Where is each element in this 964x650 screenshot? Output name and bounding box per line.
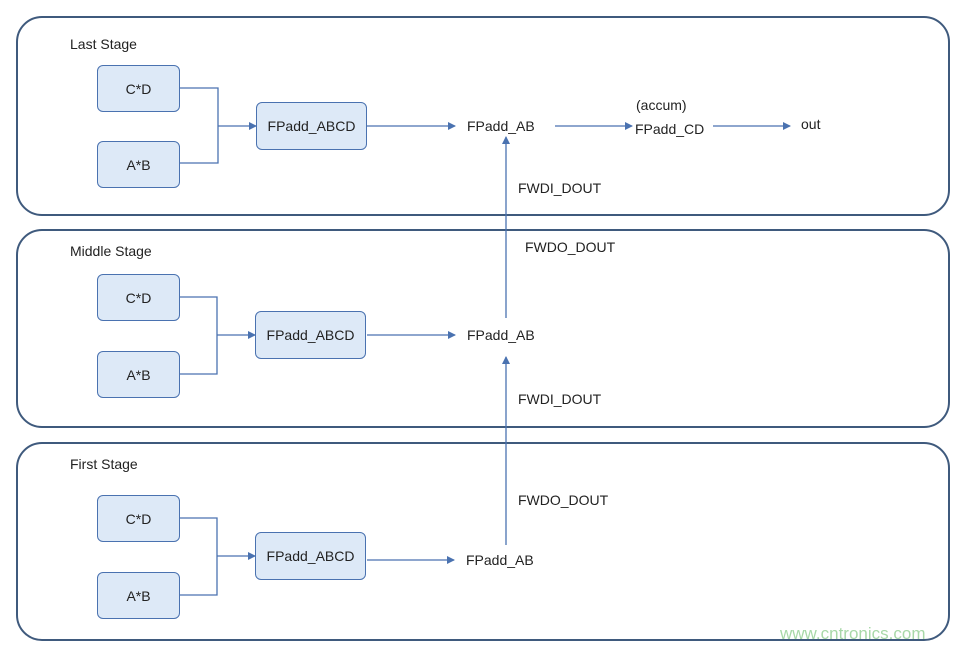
watermark-text: www.cntronics.com xyxy=(780,624,926,643)
fwdi-dout-lower-label: FWDI_DOUT xyxy=(518,391,602,407)
first-stage-title: First Stage xyxy=(70,456,138,472)
first-fpadd-ab-label: FPadd_AB xyxy=(466,552,534,568)
fwdo-dout-upper-label: FWDO_DOUT xyxy=(525,239,616,255)
middle-ab-box: A*B xyxy=(97,351,180,398)
fwdi-dout-upper-label: FWDI_DOUT xyxy=(518,180,602,196)
out-label: out xyxy=(801,116,821,132)
last-cd-wire xyxy=(180,87,219,164)
last-cd-box: C*D xyxy=(97,65,180,112)
fpadd-cd-label: FPadd_CD xyxy=(635,121,705,137)
last-stage-title: Last Stage xyxy=(70,36,137,52)
middle-fpadd-ab-label: FPadd_AB xyxy=(467,327,535,343)
middle-cd-box: C*D xyxy=(97,274,180,321)
middle-cd-wire xyxy=(180,296,218,375)
first-cd-wire xyxy=(180,517,218,596)
last-ab-box: A*B xyxy=(97,141,180,188)
first-fpadd-abcd-box: FPadd_ABCD xyxy=(255,532,366,580)
first-cd-box: C*D xyxy=(97,495,180,542)
last-fpadd-abcd-box: FPadd_ABCD xyxy=(256,102,367,150)
middle-stage-title: Middle Stage xyxy=(70,243,152,259)
fwdo-dout-lower-label: FWDO_DOUT xyxy=(518,492,609,508)
middle-fpadd-abcd-box: FPadd_ABCD xyxy=(255,311,366,359)
accum-label: (accum) xyxy=(636,97,687,113)
first-ab-box: A*B xyxy=(97,572,180,619)
last-fpadd-ab-label: FPadd_AB xyxy=(467,118,535,134)
